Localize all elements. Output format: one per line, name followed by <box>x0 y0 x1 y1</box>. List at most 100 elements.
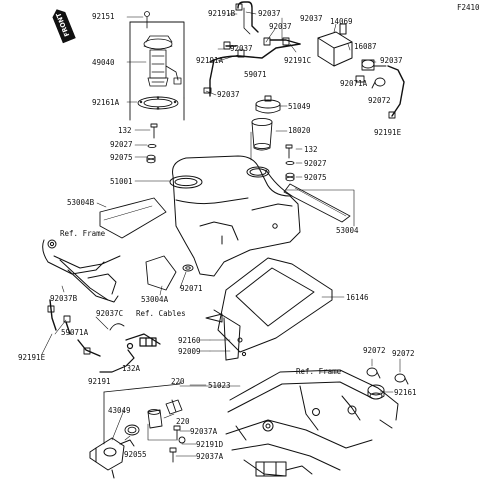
front-direction-badge: FRONT <box>50 7 76 44</box>
part-label-92037-right: 92037 <box>380 56 403 65</box>
cable-132a <box>99 333 161 373</box>
hose-92161 <box>367 384 385 400</box>
frame-left <box>42 239 121 303</box>
part-label-92071a: 92071A <box>340 79 368 88</box>
frame-right <box>225 369 399 477</box>
vent-hoses <box>209 1 301 97</box>
filler-neck <box>251 117 273 151</box>
clip-59071a <box>63 315 71 323</box>
part-label-220-b: 220 <box>176 417 190 426</box>
part-label-92072-b1: 92072 <box>363 346 386 355</box>
part-label-92037c: 92037C <box>96 309 124 318</box>
part-label-92037a-b: 92037A <box>196 452 224 461</box>
fuel-pump-51023 <box>89 437 135 479</box>
part-label-132-right: 132 <box>304 145 318 154</box>
part-label-92191e: 92191E <box>18 353 46 362</box>
grommet-92071a <box>355 75 365 83</box>
tray-16146 <box>205 257 333 361</box>
part-label-92072-b2: 92072 <box>392 349 415 358</box>
part-label-92037a-a: 92037A <box>190 427 218 436</box>
part-label-92075: 92075 <box>110 153 133 162</box>
part-label-16087: 16087 <box>354 42 377 51</box>
part-label-92037-top1: 92037 <box>258 9 281 18</box>
vent-hose-right <box>387 65 405 117</box>
leader-lines <box>41 11 401 457</box>
collar-92075-right <box>285 172 295 182</box>
hose-end-clip <box>388 111 396 119</box>
clamp-92072-b2 <box>394 373 409 385</box>
ref-cables: Ref. Cables <box>136 309 186 318</box>
part-label-92191e-right: 92191E <box>374 128 402 137</box>
part-label-92161: 92161 <box>394 388 417 397</box>
part-label-132a: 132A <box>122 364 141 373</box>
clamp-92037c <box>109 323 125 331</box>
washer-92027-left <box>147 143 157 149</box>
part-label-59071a: 59071A <box>61 328 89 337</box>
pad-53004b <box>99 197 167 239</box>
washer-92027-right <box>285 160 295 166</box>
vent-filter-14069 <box>317 23 353 67</box>
part-label-92037b: 92037B <box>50 294 78 303</box>
front-arrow-icon <box>52 9 76 44</box>
part-label-51023: 51023 <box>208 381 231 390</box>
bolt-92037a-top <box>173 425 181 441</box>
part-label-92037-top4: 92037 <box>230 44 253 53</box>
fuel-tank <box>169 155 301 277</box>
part-label-92027-right: 92027 <box>304 159 327 168</box>
ref-frame-left: Ref. Frame <box>60 229 106 238</box>
pump-gasket <box>137 96 179 110</box>
pad-53004a <box>145 255 177 291</box>
part-label-92009: 92009 <box>178 347 201 356</box>
o-ring-92055 <box>124 424 140 436</box>
part-label-92191a: 92191A <box>196 56 224 65</box>
fuel-pump-box <box>103 381 241 445</box>
part-label-43049: 43049 <box>108 406 131 415</box>
clip-92037b <box>47 305 55 313</box>
part-label-92191b: 92191B <box>208 9 236 18</box>
cap-220 <box>165 399 183 415</box>
fuel-pump-assembly-box <box>129 21 185 121</box>
part-label-92191d: 92191D <box>196 440 224 449</box>
part-label-132: 132 <box>118 126 132 135</box>
hose-clips <box>203 3 290 94</box>
bolt-92037a-bottom <box>169 447 177 463</box>
valve-16087 <box>361 59 387 71</box>
part-label-92027: 92027 <box>110 140 133 149</box>
part-label-92161a: 92161A <box>92 98 120 107</box>
part-label-49040: 49040 <box>92 58 115 67</box>
part-label-92037-top2: 92037 <box>269 22 292 31</box>
bolt-132-right <box>285 144 293 159</box>
part-label-92071: 92071 <box>180 284 203 293</box>
part-label-53004b: 53004B <box>67 198 95 207</box>
part-label-18020: 18020 <box>288 126 311 135</box>
clip-92191 <box>83 347 91 355</box>
part-label-53004: 53004 <box>336 226 359 235</box>
filter-cup-220 <box>147 409 163 429</box>
part-label-92037-top3: 92037 <box>300 14 323 23</box>
ref-frame-right: Ref. Frame <box>296 367 342 376</box>
part-label-92160: 92160 <box>178 336 201 345</box>
bolt-132-left <box>150 123 158 139</box>
fuel-cap <box>255 95 281 114</box>
part-label-53004a: 53004A <box>141 295 169 304</box>
part-label-59071: 59071 <box>244 70 267 79</box>
part-label-51001: 51001 <box>110 177 133 186</box>
part-label-92055: 92055 <box>124 450 147 459</box>
part-label-220-a: 220 <box>171 377 185 386</box>
clamp-92072-top <box>371 77 386 89</box>
part-label-92037-top5: 92037 <box>217 90 240 99</box>
part-label-92075-right: 92075 <box>304 173 327 182</box>
part-label-14069: 14069 <box>330 17 353 26</box>
clamp-92072-b1 <box>366 367 381 379</box>
grommet-92071 <box>182 264 194 272</box>
part-label-92072-top: 92072 <box>368 96 391 105</box>
collar-92075-left <box>146 154 156 164</box>
part-label-16146: 16146 <box>346 293 369 302</box>
figure-code: F2410 <box>457 3 480 12</box>
part-label-92191c: 92191C <box>284 56 312 65</box>
part-label-92191: 92191 <box>88 377 111 386</box>
part-label-51049: 51049 <box>288 102 311 111</box>
pad-53004 <box>283 183 351 223</box>
